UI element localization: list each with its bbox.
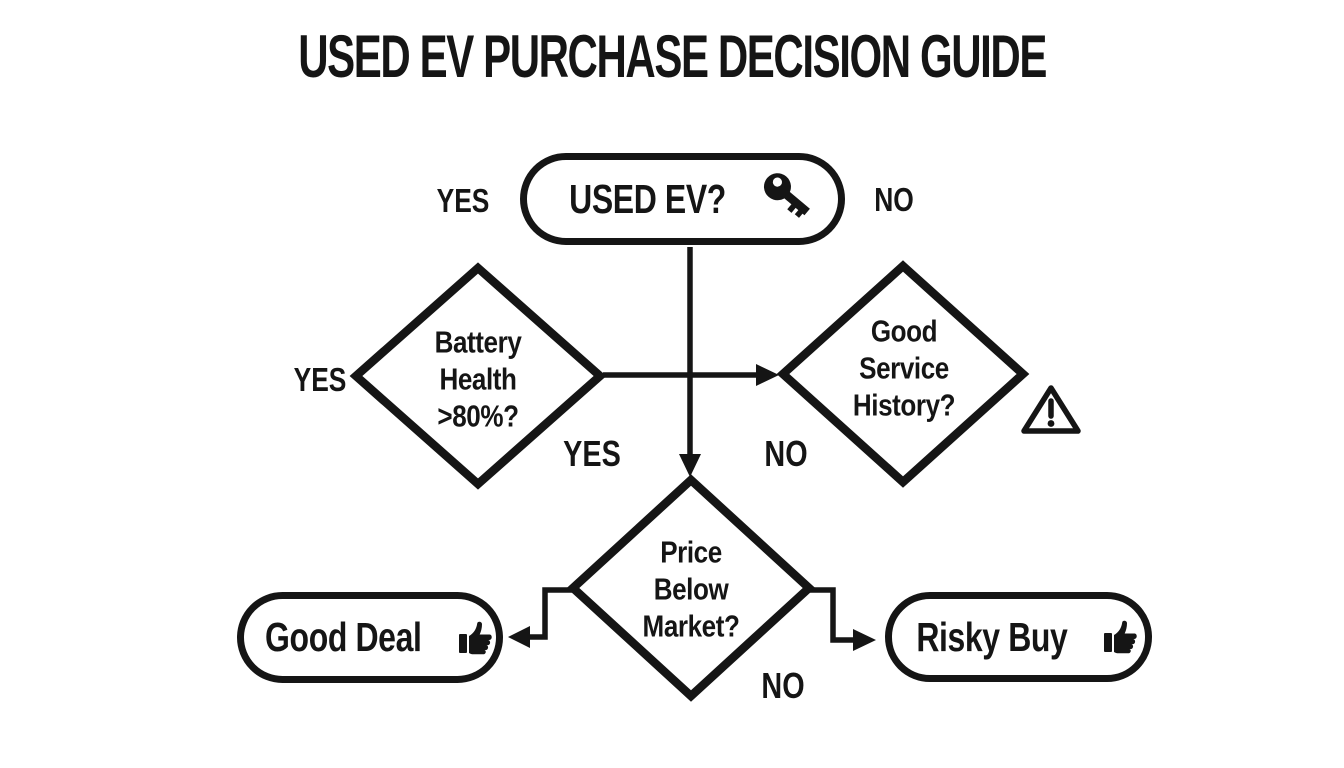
edge-price-to-good-deal <box>508 587 572 648</box>
risky-buy-node: Risky Buy <box>885 592 1152 682</box>
battery-diamond <box>349 262 607 490</box>
edge-label-price-no-bottom: NO <box>761 665 805 706</box>
edge-price-to-risky-buy <box>810 587 876 651</box>
edge-label-price-yes: YES <box>563 433 621 474</box>
price-diamond <box>566 474 816 702</box>
warning-icon <box>1021 385 1081 434</box>
key-icon <box>763 173 810 218</box>
battery-node-label: Battery Health >80%? <box>434 324 522 434</box>
thumbs-up-icon <box>458 621 492 654</box>
edge-label-price-no: NO <box>764 433 808 474</box>
edge-battery-to-service <box>603 364 779 386</box>
price-node-label: Price Below Market? <box>642 534 740 644</box>
good-deal-node: Good Deal <box>237 592 503 683</box>
edge-label-start-yes: YES <box>436 182 490 219</box>
start-node-label: USED EV? <box>569 175 727 222</box>
service-node-label: Good Service History? <box>852 313 956 423</box>
page-title: USED EV PURCHASE DECISION GUIDE <box>298 23 1047 90</box>
thumbs-up-icon <box>1103 620 1137 654</box>
edge-label-start-no: NO <box>874 181 914 218</box>
service-diamond <box>776 260 1030 488</box>
start-node: USED EV? <box>520 153 845 245</box>
edge-start-to-price <box>679 247 701 477</box>
edge-label-battery-yes: YES <box>293 361 347 398</box>
risky-buy-label: Risky Buy <box>916 613 1068 660</box>
good-deal-label: Good Deal <box>265 614 422 660</box>
